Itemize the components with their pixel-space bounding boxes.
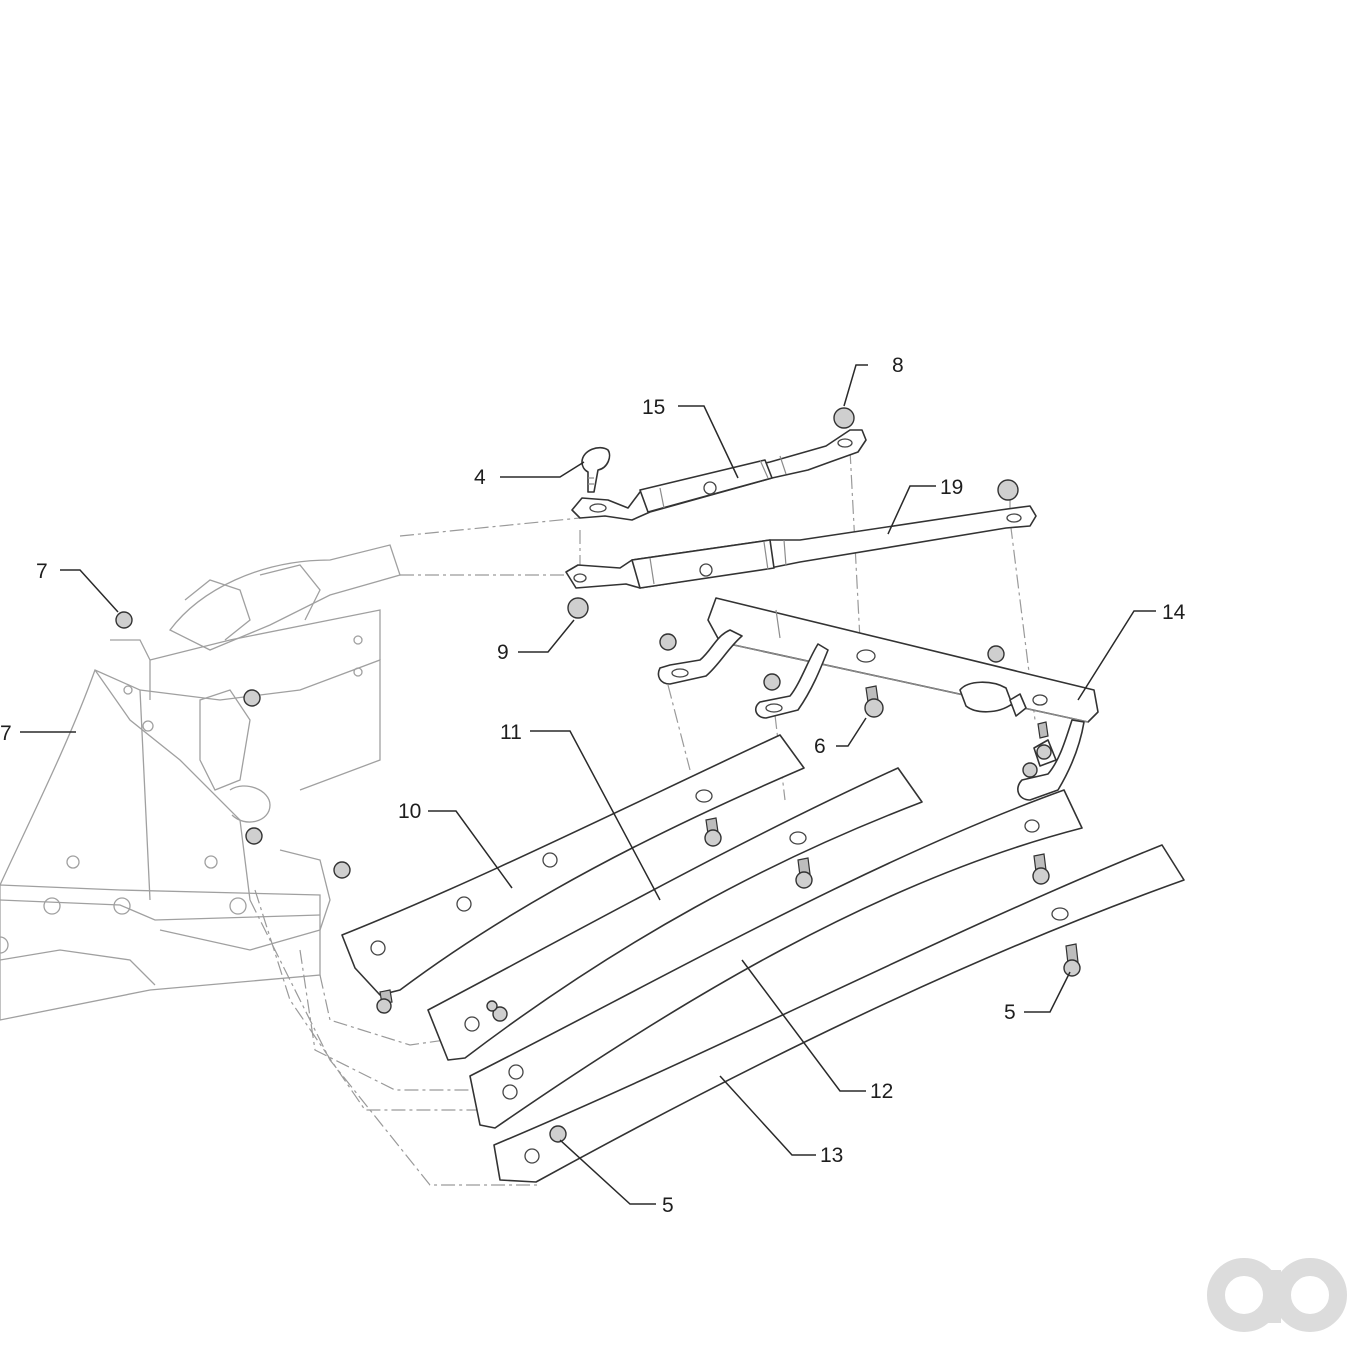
adjuster-rod-19 bbox=[565, 505, 1037, 589]
nut-8-icon bbox=[833, 407, 855, 429]
bolt-4-icon bbox=[581, 446, 611, 493]
bolt-icon bbox=[795, 857, 813, 889]
callout-10: 10 bbox=[398, 800, 421, 823]
callout-labels: 8 15 4 19 7 7 9 14 11 6 10 5 12 13 5 bbox=[0, 354, 1186, 1217]
bolt-6-icon bbox=[864, 685, 884, 718]
callout-11: 11 bbox=[500, 721, 522, 744]
callout-19: 19 bbox=[940, 476, 963, 499]
callout-6: 6 bbox=[814, 735, 826, 758]
bolt-icon bbox=[376, 989, 393, 1014]
adjuster-rod-15 bbox=[571, 429, 867, 521]
callout-4: 4 bbox=[474, 466, 486, 489]
leader-lines bbox=[20, 364, 1156, 1205]
bolt-icon bbox=[1063, 943, 1081, 977]
bolt-icon bbox=[1037, 721, 1049, 739]
callout-9: 9 bbox=[497, 641, 509, 664]
alignment-phantom-lines bbox=[249, 449, 1036, 1186]
callout-5-right: 5 bbox=[1004, 1001, 1016, 1024]
nut-7-icon bbox=[115, 611, 133, 629]
callout-13: 13 bbox=[820, 1144, 843, 1167]
callout-15: 15 bbox=[642, 396, 665, 419]
nut-19-icon bbox=[997, 479, 1019, 501]
callout-14: 14 bbox=[1162, 601, 1186, 624]
nut-icon bbox=[987, 645, 1005, 663]
nut-icon bbox=[763, 673, 781, 691]
callout-12: 12 bbox=[870, 1080, 893, 1103]
nut-9-icon bbox=[567, 597, 589, 619]
callout-8: 8 bbox=[892, 354, 904, 377]
callout-7-left: 7 bbox=[0, 722, 12, 745]
brand-logo-icon bbox=[1207, 1258, 1347, 1332]
bracket-14 bbox=[657, 597, 1099, 801]
callout-5-bottom: 5 bbox=[662, 1194, 674, 1217]
bolt-icon bbox=[704, 817, 722, 847]
plough-frame-phantom bbox=[0, 544, 401, 1021]
nut-5-icon bbox=[549, 1125, 567, 1143]
callout-7-top: 7 bbox=[36, 560, 48, 583]
wear-strip-13 bbox=[493, 844, 1185, 1183]
bolt-icon bbox=[1032, 853, 1050, 885]
wear-strip-10 bbox=[341, 734, 805, 996]
nut-icon bbox=[659, 633, 677, 651]
wear-strip-12 bbox=[469, 789, 1083, 1129]
